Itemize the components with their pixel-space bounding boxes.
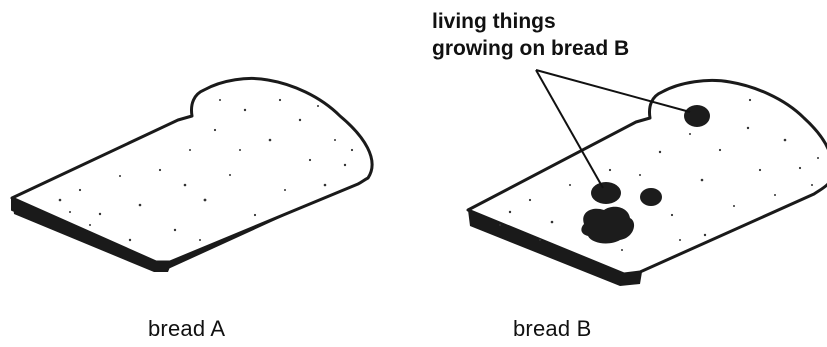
mold-callout-text: living things growing on bread B [432,8,629,62]
bread-b-label: bread B [513,316,591,342]
mold-callout-line-2: growing on bread B [432,35,629,62]
mold-patch-right [640,188,662,206]
mold-patch-crown [684,105,710,127]
mold-callout-line-1: living things [432,8,629,35]
bread-b-slice [468,80,827,286]
bread-a-label: bread A [148,316,225,342]
bread-a-slice [12,78,372,272]
mold-patch-center [591,182,621,204]
